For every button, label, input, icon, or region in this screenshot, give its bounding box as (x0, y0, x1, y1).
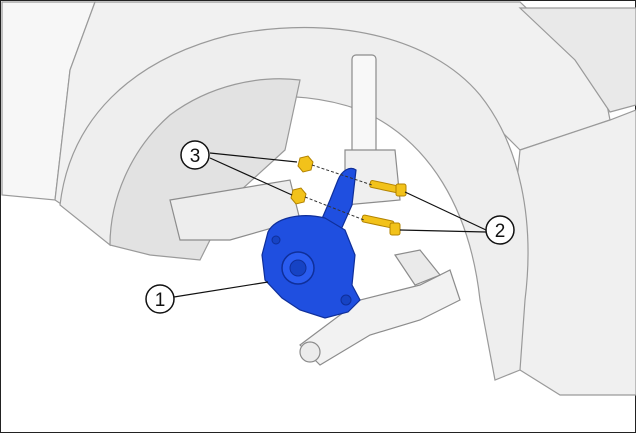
callout-1: 1 (145, 284, 175, 314)
leader-3a (209, 152, 298, 163)
nut-lower (290, 187, 307, 205)
callout-2: 2 (485, 215, 515, 245)
callout-3-label: 3 (190, 146, 201, 167)
fasteners (290, 155, 407, 236)
knuckle-mount-hole (340, 294, 352, 306)
leader-2a (404, 191, 487, 231)
leader-lines (173, 152, 487, 298)
callout-1-label: 1 (155, 290, 166, 311)
headlight (518, 7, 636, 113)
bolt-lower (361, 214, 401, 236)
lower-control-arm (299, 269, 461, 366)
callout-3: 3 (180, 140, 210, 170)
leader-2b (399, 229, 487, 233)
nut-upper (297, 155, 314, 173)
callout-2-label: 2 (495, 221, 506, 242)
steering-knuckle (261, 167, 361, 319)
suspension-structure (169, 54, 461, 366)
ball-joint (299, 341, 321, 363)
leader-1 (173, 281, 269, 298)
hub-bore-inner (289, 259, 307, 277)
knuckle-mount-hole (271, 235, 281, 245)
alignment-lines (304, 164, 373, 221)
subframe (169, 179, 301, 241)
leader-3b (209, 157, 293, 196)
wheel-arch-liner (109, 78, 301, 261)
bolt-upper (369, 180, 407, 197)
vehicle-body (1, 1, 636, 396)
stabilizer-link (394, 249, 441, 286)
